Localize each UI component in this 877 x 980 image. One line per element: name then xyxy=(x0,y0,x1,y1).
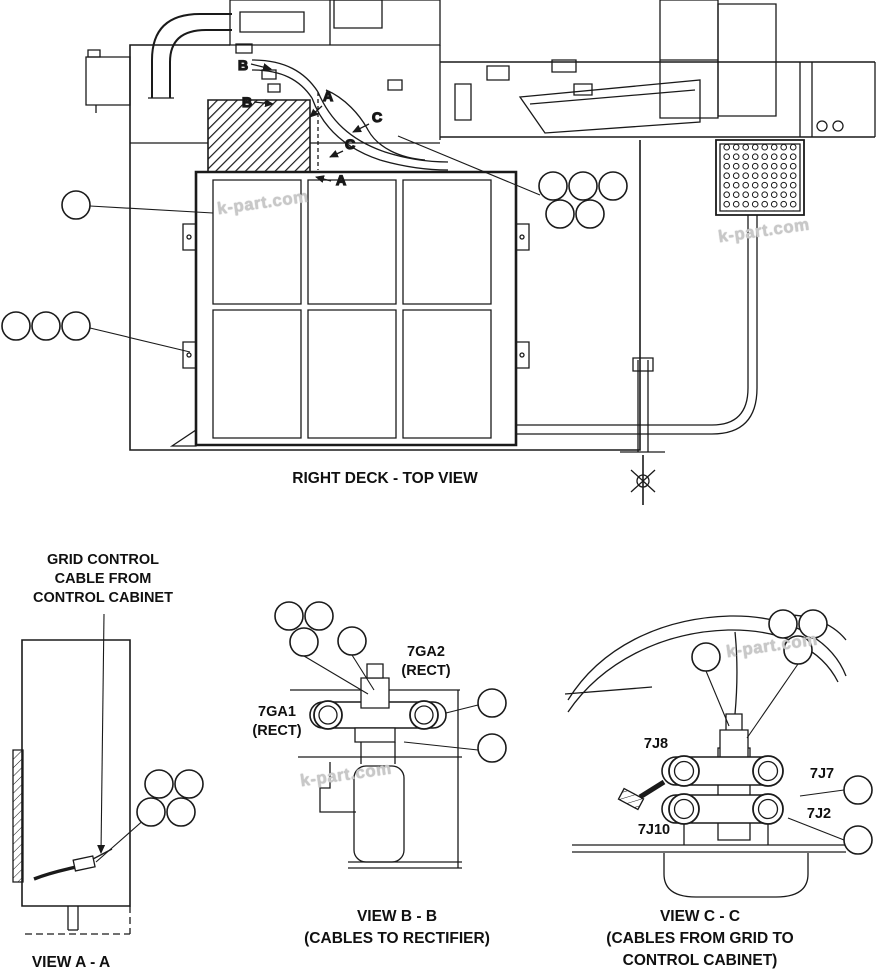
view-c-caption-block: VIEW C - C (CABLES FROM GRID TO CONTROL … xyxy=(606,906,793,972)
section-marker-a2: A xyxy=(336,172,346,188)
section-marker-c2: C xyxy=(345,136,355,152)
view-b-caption-block: VIEW B - B (CABLES TO RECTIFIER) xyxy=(304,906,490,950)
cable-bundle xyxy=(252,60,448,170)
label-7ga2-text: 7GA2 xyxy=(407,644,445,660)
radiator-grid xyxy=(716,140,804,215)
label-7ga1-sub: (RECT) xyxy=(252,723,302,739)
hatched-area xyxy=(208,100,310,172)
view-b-caption: VIEW B - B xyxy=(356,908,438,925)
view-a-caption: VIEW A - A xyxy=(31,954,111,971)
view-b-subcaption: (CABLES TO RECTIFIER) xyxy=(304,930,490,947)
section-marker-c1: C xyxy=(372,109,382,125)
callout-balloons-view-b xyxy=(275,602,506,762)
top-view-drawing: B B A C C A xyxy=(2,0,875,505)
section-marker-a1: A xyxy=(323,88,333,104)
label-7ga2-sub: (RECT) xyxy=(401,663,451,679)
view-c-subcaption-line1: (CABLES FROM GRID TO xyxy=(606,930,794,947)
label-7j8: 7J8 xyxy=(643,736,669,752)
hatch-strip xyxy=(13,750,23,882)
view-c-caption: VIEW C - C xyxy=(659,908,741,925)
grid-connector xyxy=(618,714,783,845)
deck-panels xyxy=(183,172,529,445)
view-a-drawing xyxy=(13,614,203,934)
piping xyxy=(516,215,757,434)
label-7j7: 7J7 xyxy=(809,766,835,782)
label-7j10: 7J10 xyxy=(637,822,671,838)
valve-assembly xyxy=(620,358,665,505)
view-b-drawing xyxy=(275,602,506,868)
rectifier-connector xyxy=(310,664,446,742)
section-markers: B B A C C A xyxy=(237,56,382,188)
callout-balloons-view-c xyxy=(692,610,872,854)
view-c-drawing xyxy=(565,610,872,897)
label-7j2: 7J2 xyxy=(806,806,832,822)
grid-control-note-line2: CABLE FROM xyxy=(54,571,152,587)
callout-balloons-top xyxy=(2,172,627,340)
grid-control-cable xyxy=(34,867,76,879)
top-view-caption: RIGHT DECK - TOP VIEW xyxy=(292,470,478,487)
section-marker-b2: B xyxy=(242,94,252,110)
label-7ga1: 7GA1 (RECT) xyxy=(252,703,301,741)
label-7ga1-text: 7GA1 xyxy=(258,704,296,720)
label-7ga2: 7GA2 (RECT) xyxy=(401,643,450,681)
grid-control-note-line3: CONTROL CABINET xyxy=(33,590,173,606)
pedestal xyxy=(664,853,808,897)
grid-control-note: GRID CONTROL CABLE FROM CONTROL CABINET xyxy=(33,551,173,608)
callout-balloons-view-a xyxy=(137,770,203,826)
section-marker-b1: B xyxy=(238,57,248,73)
grid-control-note-line1: GRID CONTROL xyxy=(47,552,159,568)
view-c-subcaption-line2: CONTROL CABINET) xyxy=(622,952,778,969)
